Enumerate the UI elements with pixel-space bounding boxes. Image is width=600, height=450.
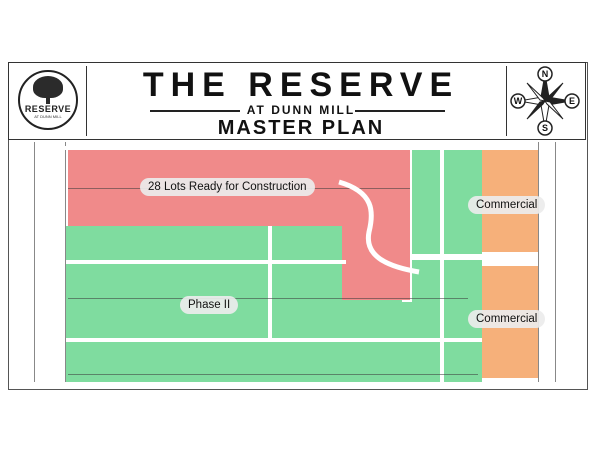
road-southern — [66, 338, 482, 342]
page-title: THE RESERVE — [142, 66, 460, 104]
ready-lots-label: 28 Lots Ready for Construction — [140, 178, 315, 196]
curved-road — [338, 179, 420, 275]
tree-trunk-icon — [46, 96, 50, 104]
logo-tagline: AT DUNN MILL — [34, 114, 62, 119]
compass-south: S — [542, 123, 548, 133]
left-exterior-road — [34, 142, 66, 382]
lot-divider — [68, 374, 478, 375]
compass-west: W — [514, 96, 523, 106]
commercial-label-south: Commercial — [468, 310, 546, 328]
phase2-zone-east — [412, 148, 482, 382]
compass-east: E — [569, 96, 575, 106]
road-central — [66, 260, 346, 264]
logo-panel — [12, 66, 87, 136]
title-rule-right — [355, 110, 445, 112]
commercial-label-north: Commercial — [468, 196, 546, 214]
title-block — [8, 62, 586, 140]
page-subtitle: AT DUNN MILL — [246, 103, 356, 117]
road-east-connector — [410, 254, 538, 260]
compass-panel: N S W E — [506, 66, 583, 136]
tree-icon — [33, 76, 63, 98]
logo-wordmark: RESERVE — [24, 104, 72, 114]
road-north — [64, 146, 538, 150]
phase2-zone-south-strip — [402, 302, 414, 382]
right-exterior-road — [538, 142, 556, 382]
site-plan-map: 28 Lots Ready for Construction Phase II … — [14, 142, 582, 384]
ready-lots-zone-south — [342, 226, 410, 300]
phase2-label: Phase II — [180, 296, 239, 314]
lot-divider — [68, 298, 468, 299]
title-rule-left — [150, 110, 240, 112]
compass-rose-icon: N S W E — [510, 66, 580, 136]
road-vertical-east — [440, 148, 444, 382]
plan-label: MASTER PLAN — [217, 117, 385, 139]
road-vertical-west — [268, 226, 272, 338]
compass-north: N — [542, 69, 549, 79]
